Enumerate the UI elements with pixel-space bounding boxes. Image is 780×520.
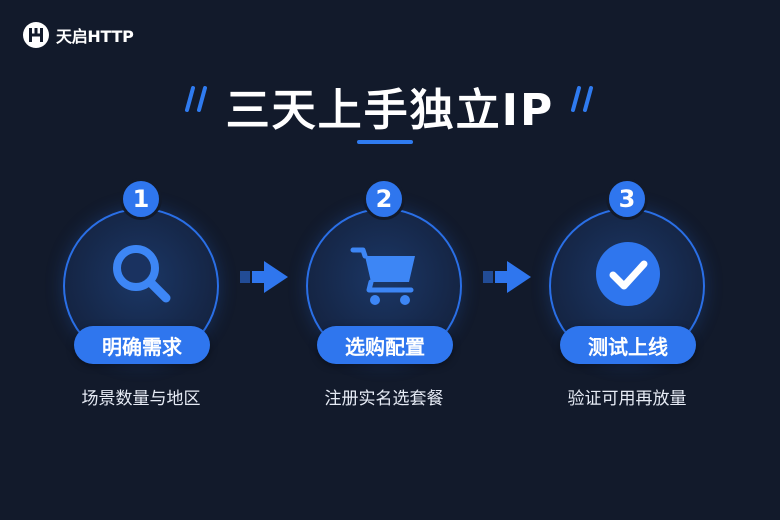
step-description: 注册实名选套餐 — [324, 389, 444, 409]
step-description: 验证可用再放量 — [567, 389, 687, 409]
title-underline — [357, 140, 413, 144]
search-icon — [113, 245, 171, 303]
step-label: 明确需求 — [74, 326, 210, 364]
brand-logo: 天启HTTP — [22, 21, 134, 49]
step-1: 1 明确需求 — [61, 178, 221, 368]
title-deco-right-icon — [571, 86, 593, 112]
page-title: 三天上手独立IP — [225, 85, 555, 136]
arrow-right-icon — [240, 261, 288, 293]
title-deco-left-icon — [185, 86, 207, 112]
step-description: 场景数量与地区 — [81, 389, 201, 409]
step-3: 3 测试上线 — [547, 178, 707, 368]
step-label: 测试上线 — [560, 326, 696, 364]
brand-name: 天启HTTP — [56, 27, 134, 46]
step-number-badge: 1 — [120, 178, 162, 220]
arrow-right-icon — [483, 261, 531, 293]
step-label: 选购配置 — [317, 326, 453, 364]
step-number-badge: 2 — [363, 178, 405, 220]
cart-icon — [350, 247, 415, 305]
step-number-badge: 3 — [606, 178, 648, 220]
step-2: 2 选购配置 — [304, 178, 464, 368]
logo-mark-icon — [23, 22, 49, 48]
check-circle-icon — [596, 242, 660, 306]
title-area: 三天上手独立IP — [0, 74, 780, 138]
